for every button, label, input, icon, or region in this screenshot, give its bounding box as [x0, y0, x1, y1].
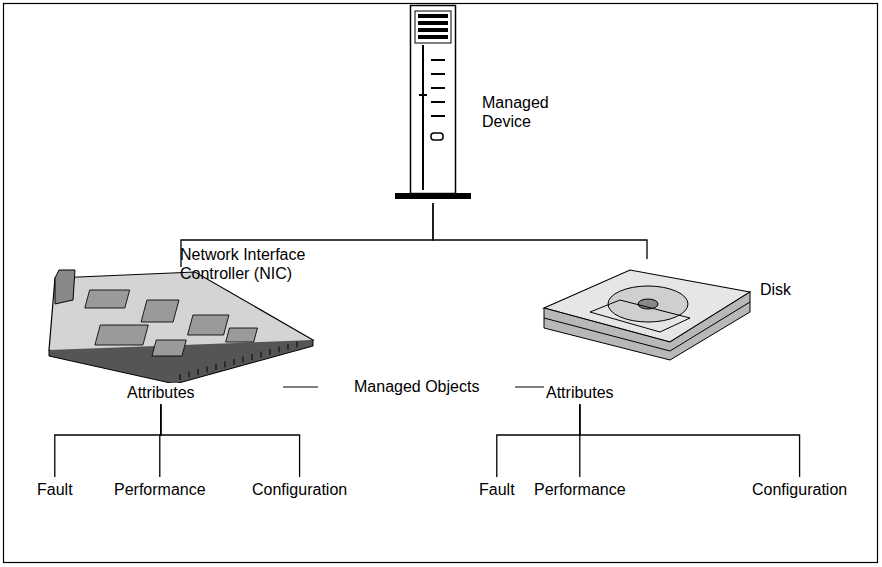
attribute-text: Fault: [477, 480, 517, 499]
attribute-text: Fault: [35, 480, 75, 499]
attribute-label: Fault: [35, 480, 75, 499]
attribute-label: Performance: [112, 480, 208, 499]
device-label: Disk: [760, 280, 791, 299]
group-label: Managed Objects: [351, 377, 482, 396]
disk-illustration: [540, 262, 754, 362]
attribute-label: Attributes: [544, 383, 616, 402]
attribute-text: Configuration: [750, 480, 849, 499]
attribute-text: Attributes: [125, 383, 197, 402]
tree-connector: [55, 404, 161, 477]
device-label: Network Interface Controller (NIC): [180, 245, 375, 283]
attribute-label: Performance: [532, 480, 628, 499]
tree-connector: [161, 404, 300, 477]
nic-illustration: [45, 270, 317, 382]
attribute-text: Configuration: [250, 480, 349, 499]
tree-connector: [497, 404, 580, 477]
outer-border: [4, 4, 878, 563]
device-label: Managed Device: [482, 93, 572, 131]
managed-device: Managed Device: [395, 5, 595, 201]
leader-line: [283, 386, 318, 387]
attribute-label: Configuration: [250, 480, 349, 499]
attribute-label: Fault: [477, 480, 517, 499]
disk-object: Disk: [540, 258, 840, 364]
attribute-text: Performance: [532, 480, 628, 499]
attribute-text: Attributes: [544, 383, 616, 402]
attribute-label: Configuration: [750, 480, 849, 499]
server-illustration: [395, 5, 471, 201]
tree-connector: [433, 203, 647, 259]
tree-connector: [580, 404, 800, 477]
attribute-label: Attributes: [125, 383, 197, 402]
nic-object: Network Interface Controller (NIC): [40, 245, 380, 385]
attribute-text: Performance: [112, 480, 208, 499]
